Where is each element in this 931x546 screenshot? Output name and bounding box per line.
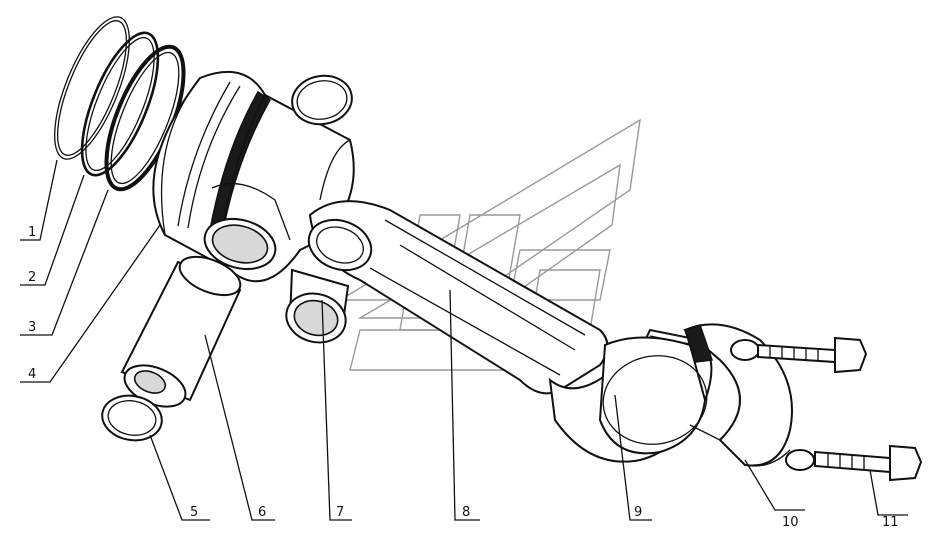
circlip-bottom [101, 394, 163, 442]
callout-5: 5 [190, 505, 198, 520]
bolt-lower [814, 444, 923, 482]
callout-1: 1 [28, 225, 36, 240]
rod-cap [683, 323, 815, 471]
bearing-shells [598, 335, 721, 455]
callout-6: 6 [258, 505, 266, 520]
callout-8: 8 [462, 505, 470, 520]
callout-11: 11 [882, 515, 899, 530]
piston-pin [120, 255, 242, 408]
callout-3: 3 [28, 320, 36, 335]
callout-labels: 1 2 3 4 5 6 7 8 9 10 11 [28, 225, 899, 530]
callout-2: 2 [28, 270, 36, 285]
ring-2 [80, 31, 160, 177]
small-end-bushing [285, 268, 350, 344]
bolt-upper [757, 336, 868, 374]
callout-4: 4 [28, 367, 36, 382]
callout-10: 10 [782, 515, 799, 530]
ring-1 [54, 16, 130, 160]
leader-lines [20, 159, 908, 521]
circlip-top [291, 74, 353, 126]
piston [152, 70, 355, 283]
callout-7: 7 [336, 505, 344, 520]
callout-9: 9 [634, 505, 642, 520]
